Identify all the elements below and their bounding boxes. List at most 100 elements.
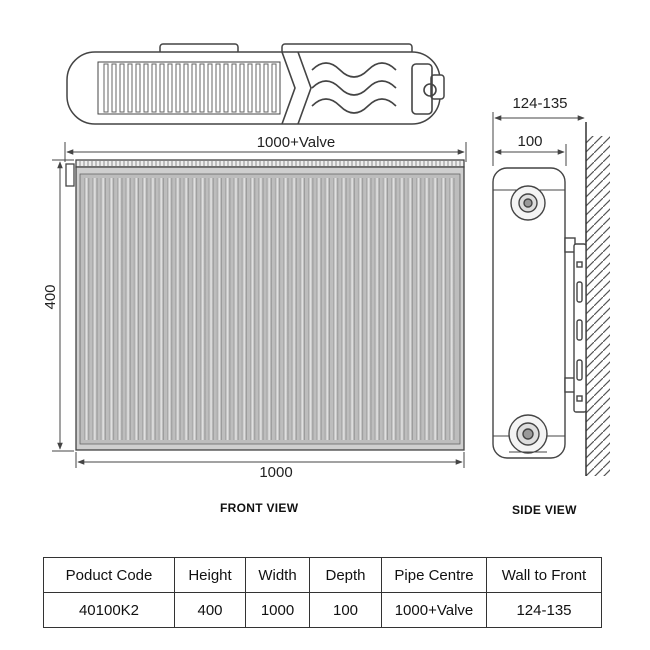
spec-table: Poduct Code Height Width Depth Pipe Cent… bbox=[43, 557, 602, 628]
top-fin bbox=[255, 63, 261, 113]
front-view-fins bbox=[84, 178, 455, 440]
side-view-label: SIDE VIEW bbox=[512, 503, 577, 517]
top-fin bbox=[127, 63, 133, 113]
side-view-top-pipe bbox=[510, 185, 546, 221]
front-fin bbox=[108, 178, 115, 440]
front-fin bbox=[233, 178, 239, 440]
cell-wall-to-front: 124-135 bbox=[486, 592, 602, 628]
spec-table-row: 40100K2 400 1000 100 1000+Valve 124-135 bbox=[43, 592, 602, 628]
wall-to-front-label: 124-135 bbox=[512, 95, 567, 112]
top-fin bbox=[239, 63, 245, 113]
height-dimension bbox=[52, 159, 74, 452]
height-label: 400 bbox=[42, 284, 59, 309]
top-fin bbox=[207, 63, 213, 113]
front-fin bbox=[374, 178, 380, 440]
front-fin bbox=[449, 178, 455, 440]
front-fin bbox=[432, 178, 438, 440]
front-fin bbox=[167, 178, 173, 440]
top-fin bbox=[159, 63, 165, 113]
front-fin bbox=[92, 178, 98, 440]
top-fin bbox=[103, 63, 109, 113]
front-fin bbox=[324, 178, 330, 440]
front-fin bbox=[250, 178, 256, 440]
top-fin bbox=[167, 63, 173, 113]
top-fin bbox=[183, 63, 189, 113]
depth-label: 100 bbox=[517, 133, 542, 150]
front-fin bbox=[208, 178, 214, 440]
front-fin bbox=[84, 178, 90, 440]
header-pipe-centre: Pipe Centre bbox=[381, 557, 487, 593]
front-fin bbox=[175, 178, 181, 440]
front-view-label: FRONT VIEW bbox=[220, 501, 299, 515]
cell-product-code: 40100K2 bbox=[43, 592, 175, 628]
overall-width-label: 1000+Valve bbox=[257, 134, 336, 151]
top-view-fin-area bbox=[97, 61, 281, 115]
cell-height: 400 bbox=[174, 592, 246, 628]
top-fin bbox=[143, 63, 149, 113]
header-height: Height bbox=[174, 557, 246, 593]
wall-to-front-dimension bbox=[492, 112, 585, 166]
spec-table-header-row: Poduct Code Height Width Depth Pipe Cent… bbox=[43, 557, 602, 593]
front-view-side-bracket bbox=[65, 163, 75, 187]
top-fin bbox=[271, 63, 277, 113]
front-fin bbox=[158, 178, 164, 440]
cell-depth: 100 bbox=[309, 592, 382, 628]
front-fin bbox=[125, 178, 131, 440]
front-fin bbox=[117, 178, 123, 440]
top-fin bbox=[263, 63, 269, 113]
front-fin bbox=[424, 178, 430, 440]
front-fin bbox=[416, 178, 422, 440]
width-dimension bbox=[75, 452, 465, 468]
cell-pipe-centre: 1000+Valve bbox=[381, 592, 487, 628]
top-fin bbox=[175, 63, 181, 113]
top-view-fins bbox=[103, 63, 277, 113]
front-fin bbox=[382, 178, 388, 440]
top-fin bbox=[199, 63, 205, 113]
header-width: Width bbox=[245, 557, 310, 593]
front-fin bbox=[308, 178, 314, 440]
top-fin bbox=[223, 63, 229, 113]
front-fin bbox=[241, 178, 247, 440]
width-label: 1000 bbox=[259, 464, 292, 481]
top-fin bbox=[191, 63, 197, 113]
side-view-brackets bbox=[564, 237, 587, 413]
top-fin bbox=[119, 63, 125, 113]
front-fin bbox=[142, 178, 148, 440]
depth-dimension bbox=[494, 144, 567, 166]
wall bbox=[585, 122, 610, 476]
header-product-code: Poduct Code bbox=[43, 557, 175, 593]
front-fin bbox=[399, 178, 405, 440]
front-fin bbox=[299, 178, 305, 440]
top-view bbox=[66, 43, 445, 125]
front-fin bbox=[225, 178, 231, 440]
wall-hatch bbox=[586, 136, 610, 476]
front-fin bbox=[349, 178, 355, 440]
top-fin bbox=[215, 63, 221, 113]
front-view-grille-slots bbox=[79, 161, 461, 166]
front-fin bbox=[183, 178, 189, 440]
front-fin bbox=[316, 178, 322, 440]
cell-width: 1000 bbox=[245, 592, 310, 628]
front-fin bbox=[133, 178, 139, 440]
front-fin bbox=[333, 178, 339, 440]
front-fin bbox=[440, 178, 447, 440]
front-fin bbox=[200, 178, 206, 440]
header-wall-to-front: Wall to Front bbox=[486, 557, 602, 593]
front-fin bbox=[391, 178, 397, 440]
overall-width-dimension bbox=[64, 142, 467, 162]
front-fin bbox=[266, 178, 272, 440]
front-view bbox=[65, 159, 465, 451]
front-fin bbox=[150, 178, 156, 440]
top-fin bbox=[247, 63, 253, 113]
front-fin bbox=[357, 178, 364, 440]
front-view-top-grille bbox=[75, 159, 465, 168]
top-fin bbox=[111, 63, 117, 113]
top-fin bbox=[231, 63, 237, 113]
front-fin bbox=[283, 178, 289, 440]
front-fin bbox=[407, 178, 413, 440]
front-fin bbox=[191, 178, 198, 440]
front-fin bbox=[258, 178, 264, 440]
header-depth: Depth bbox=[309, 557, 382, 593]
top-view-cutaway bbox=[281, 51, 437, 125]
